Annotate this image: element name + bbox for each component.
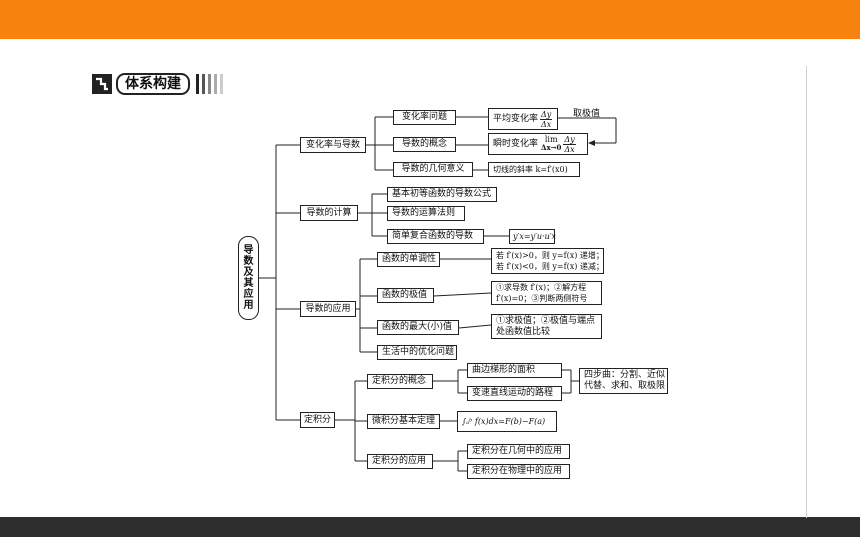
four-steps-line-2: 代替、求和、取极限 <box>584 381 666 391</box>
node-monotonicity-detail: 若 f′(x)>0，则 y=f(x) 递增； 若 f′(x)<0，则 y=f(x… <box>491 248 604 274</box>
node-integral-application: 定积分的应用 <box>367 454 433 469</box>
node-label: 定积分 <box>303 414 331 425</box>
extrema-line-1: ①求导数 f′(x)；②解方程 <box>496 283 587 292</box>
root-char: 应 <box>243 289 254 300</box>
root-label: 导数及其应用 <box>243 245 254 311</box>
section-header: 体系构建 <box>92 72 226 96</box>
node-label: 定积分在几何中的应用 <box>472 446 563 456</box>
node-curved-trapezoid: 曲边梯形的面积 <box>467 363 562 378</box>
node-operation-rules: 导数的运算法则 <box>387 206 465 221</box>
inst-rate-label: 瞬时变化率 <box>493 138 539 149</box>
node-max-min-detail: ①求极值；②极值与端点 处函数值比较 <box>491 314 602 339</box>
section-title: 体系构建 <box>116 73 190 95</box>
tangent-slope-text: 切线的斜率 k=f′(x0) <box>493 165 568 174</box>
node-label: 变化率问题 <box>401 112 447 122</box>
node-label: 导数的运算法则 <box>392 208 456 218</box>
root-char: 其 <box>243 278 254 289</box>
decorative-bars <box>196 74 226 94</box>
fraction-denominator: Δx <box>564 144 575 154</box>
fraction-numerator: Δy <box>563 134 576 145</box>
avg-rate-label: 平均变化率 <box>493 113 539 124</box>
maxmin-line-2: 处函数值比较 <box>496 326 551 337</box>
lim-word: lim <box>544 135 558 144</box>
maxmin-line-1: ①求极值；②极值与端点 <box>496 315 596 326</box>
node-label: 曲边梯形的面积 <box>472 365 536 375</box>
fraction-denominator: Δx <box>541 119 552 129</box>
right-divider <box>806 66 807 518</box>
node-label: 定积分的概念 <box>372 376 427 386</box>
node-derivative-concept: 导数的概念 <box>393 137 456 152</box>
node-geometric-meaning: 导数的几何意义 <box>393 162 473 177</box>
node-label: 导数的概念 <box>401 139 447 149</box>
node-label: 函数的最大(小)值 <box>382 322 453 332</box>
node-geometry-application: 定积分在几何中的应用 <box>467 444 570 459</box>
node-label: 导数的计算 <box>306 207 352 218</box>
node-instant-rate: 瞬时变化率 lim Δx→0 Δy Δx <box>488 133 588 155</box>
node-label: 定积分在物理中的应用 <box>472 466 563 476</box>
node-integral-concept: 定积分的概念 <box>367 374 433 389</box>
node-ftc-formula: ∫ₐᵇ f(x)dx=F(b)−F(a) <box>457 411 557 432</box>
node-derivative-application: 导数的应用 <box>300 301 356 317</box>
node-label: 函数的极值 <box>382 290 428 300</box>
node-four-steps: 四步曲：分割、近似 代替、求和、取极限 <box>579 368 668 394</box>
limit-expr: lim Δx→0 <box>541 136 561 152</box>
avg-rate-fraction: Δy Δx <box>540 109 553 129</box>
root-char: 导 <box>243 245 254 256</box>
root-char: 用 <box>243 300 254 311</box>
node-fundamental-theorem: 微积分基本定理 <box>367 414 440 429</box>
node-composite-derivative: 简单复合函数的导数 <box>387 229 484 244</box>
node-label: 导数的几何意义 <box>401 164 465 174</box>
root-char: 数 <box>243 256 254 267</box>
node-rate-problem: 变化率问题 <box>393 110 456 125</box>
node-extrema: 函数的极值 <box>377 288 434 303</box>
node-extrema-detail: ①求导数 f′(x)；②解方程 f′(x)=0；③判断两侧符号 <box>491 281 602 305</box>
extrema-line-2: f′(x)=0；③判断两侧符号 <box>496 294 588 303</box>
node-definite-integral: 定积分 <box>300 412 335 428</box>
node-label: 变化率与导数 <box>305 139 360 150</box>
node-derivative-rate: 变化率与导数 <box>300 137 366 153</box>
node-label: 变速直线运动的路程 <box>472 388 554 398</box>
mono-line-2: 若 f′(x)<0，则 y=f(x) 递减； <box>496 262 604 271</box>
node-max-min: 函数的最大(小)值 <box>377 320 459 335</box>
node-label: 定积分的应用 <box>372 456 427 466</box>
root-char: 及 <box>243 267 254 278</box>
four-steps-line-1: 四步曲：分割、近似 <box>584 370 666 380</box>
take-limit-label: 取极值 <box>573 109 601 119</box>
node-label: 生活中的优化问题 <box>382 347 455 357</box>
inst-rate-fraction: Δy Δx <box>563 134 576 154</box>
node-variable-motion: 变速直线运动的路程 <box>467 386 562 401</box>
top-bar <box>0 0 860 39</box>
stairs-icon <box>92 74 112 94</box>
mono-line-1: 若 f′(x)>0，则 y=f(x) 递增； <box>496 251 604 260</box>
composite-formula-text: y′x=y′u·u′x <box>513 232 557 241</box>
fraction-numerator: Δy <box>540 109 553 120</box>
node-physics-application: 定积分在物理中的应用 <box>467 464 570 479</box>
node-label: 基本初等函数的导数公式 <box>392 189 492 199</box>
node-optimization: 生活中的优化问题 <box>377 345 457 360</box>
node-composite-formula: y′x=y′u·u′x <box>509 229 557 244</box>
node-label: 微积分基本定理 <box>372 416 436 426</box>
node-basic-formulas: 基本初等函数的导数公式 <box>387 187 497 202</box>
node-average-rate: 平均变化率 Δy Δx <box>488 108 558 130</box>
root-node: 导数及其应用 <box>238 236 259 320</box>
node-derivative-calc: 导数的计算 <box>300 205 358 221</box>
lim-subscript: Δx→0 <box>541 143 562 152</box>
bottom-bar <box>0 517 860 537</box>
node-label: 简单复合函数的导数 <box>392 231 474 241</box>
node-tangent-slope: 切线的斜率 k=f′(x0) <box>488 162 580 177</box>
ftc-formula-text: ∫ₐᵇ f(x)dx=F(b)−F(a) <box>462 417 546 426</box>
node-label: 导数的应用 <box>305 303 351 314</box>
node-monotonicity: 函数的单调性 <box>377 252 440 267</box>
node-label: 函数的单调性 <box>382 254 437 264</box>
